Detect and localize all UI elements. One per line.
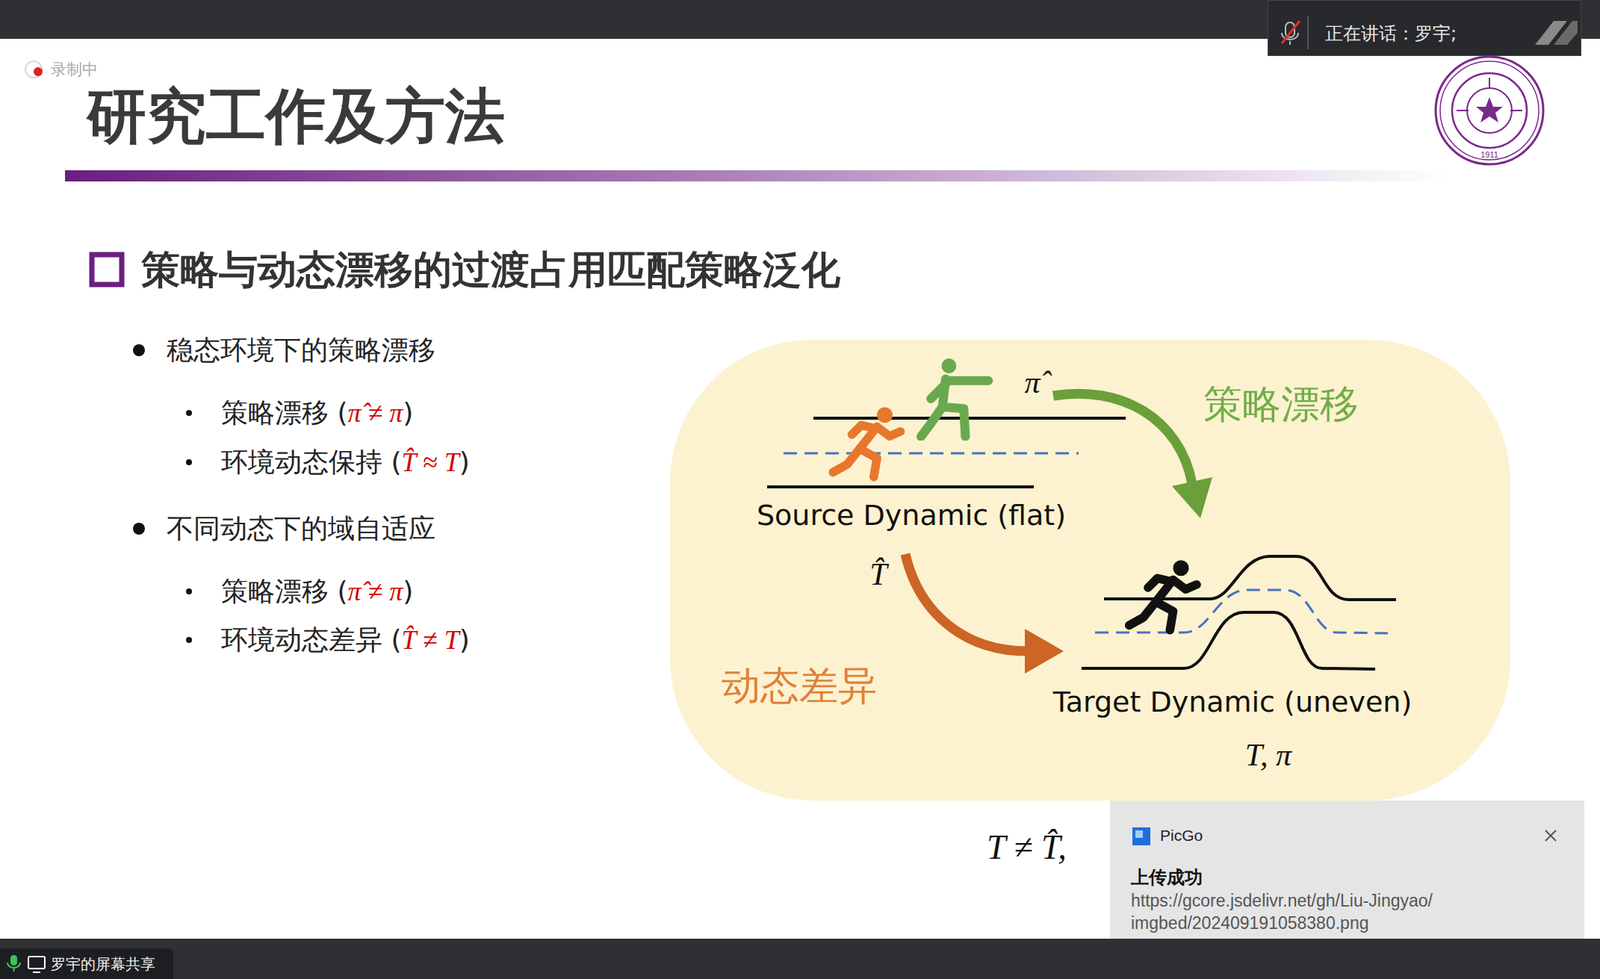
flat-track: [767, 418, 1126, 488]
blurred-icon: [1553, 20, 1578, 45]
picgo-icon: [1135, 830, 1143, 839]
bullet-dots: [132, 344, 192, 644]
black-runner: [1129, 560, 1197, 630]
policy-drift-arrow: [1053, 393, 1193, 485]
bullet-dots: [185, 588, 192, 595]
text-part: 环境动态保持 (: [221, 446, 402, 478]
sub-bullet-text: 环境动态差异 (T̂ ≠ T): [221, 622, 470, 659]
url-text: https://gcore.jsdelivr.net/gh/Liu-Jingya…: [1130, 890, 1572, 936]
picgo-icon: [1132, 827, 1151, 846]
picgo-icon: [1132, 827, 1151, 846]
green-figure: [921, 358, 989, 437]
recording-label: 录制中: [50, 59, 98, 80]
text-part: 策略漂移 (: [221, 397, 349, 429]
bullet-dots: [185, 637, 192, 644]
dynamics-shift-arrow: [1024, 628, 1064, 674]
logo-year: 1911: [1480, 150, 1499, 160]
recording-icon: [25, 61, 42, 78]
university-logo: [1476, 97, 1503, 123]
university-logo: [1467, 88, 1512, 133]
section-marker: [91, 254, 122, 285]
bullet-dots: [132, 344, 145, 357]
status-text: 上传成功: [1130, 865, 1203, 890]
bullet-dots: [132, 522, 145, 535]
share-icons: [7, 962, 21, 972]
sub-bullet-text: 策略漂移 (π̂ ≠ π): [221, 395, 414, 432]
blurred-icon: [1535, 20, 1578, 45]
university-logo: [1452, 73, 1527, 148]
text-part: 环境动态差异 (: [221, 624, 402, 656]
university-logo: [1435, 56, 1544, 165]
flat-track: [813, 416, 1126, 420]
recording-icon: [33, 67, 43, 77]
text-part: ): [459, 624, 470, 656]
flat-track: [783, 452, 1079, 455]
bullet-text: 稳态环境下的策略漂移: [166, 332, 436, 370]
title-underline: [64, 170, 1450, 182]
bullet-text: 不同动态下的域自适应: [166, 510, 436, 548]
policy-drift-label: 策略漂移: [1203, 378, 1359, 431]
math-part: π̂ ≠ π: [348, 576, 404, 607]
policy-drift-arrow: [1053, 393, 1213, 519]
math-symbol: T, π: [1245, 737, 1292, 774]
university-logo: [1456, 77, 1523, 111]
dynamics-shift-arrow: [905, 554, 1064, 674]
recording-icon: [25, 61, 43, 78]
dynamics-shift-arrow: [905, 554, 1028, 652]
share-text: 罗宇的屏幕共享: [50, 954, 156, 975]
speaker-indicator: 正在讲话：罗宇;: [1267, 0, 1582, 57]
text-part: ): [402, 397, 414, 429]
share-icons: [32, 971, 41, 974]
math-part: T̂ ≠ T: [401, 625, 460, 656]
policy-drift-arrow: [1171, 477, 1213, 519]
section-heading: 策略与动态漂移的过渡占用匹配策略泛化: [141, 244, 841, 297]
share-icons: [28, 956, 45, 969]
bottom-bar: [0, 938, 1600, 979]
share-icons: [7, 955, 45, 973]
bullet-dots: [185, 459, 192, 466]
slide-title: 研究工作及方法: [86, 76, 505, 158]
concept-panel: π̂ 策略漂移 Source Dynamic (flat) T̂ Target Dyna…: [670, 339, 1511, 801]
text-part: 策略漂移 (: [221, 575, 349, 607]
math-part: T̂ ≈ T: [401, 447, 460, 478]
share-tab: 罗宇的屏幕共享: [0, 948, 174, 979]
formula-text: T ≠ T̂,: [986, 827, 1067, 868]
divider: [1307, 16, 1309, 50]
uneven-track: [1081, 612, 1376, 670]
university-logo: [1440, 61, 1539, 160]
text-part: ): [459, 446, 470, 478]
dynamics-shift-label: 动态差异: [721, 660, 877, 713]
scene-caption: Source Dynamic (flat): [756, 498, 1066, 532]
university-logo: [1435, 56, 1544, 165]
uneven-track: [1104, 556, 1397, 600]
close-icon: [1545, 830, 1556, 842]
app-name: PicGo: [1160, 826, 1203, 845]
muted-mic-icon: [1281, 20, 1300, 44]
sub-bullet-text: 策略漂移 (π̂ ≠ π): [221, 573, 414, 611]
sub-bullet-text: 环境动态保持 (T̂ ≈ T): [221, 444, 470, 482]
muted-mic-icon: [1281, 32, 1299, 45]
blurred-icon: [1535, 20, 1568, 45]
muted-mic-icon: [1281, 20, 1300, 45]
math-symbol: T̂: [869, 556, 887, 593]
math-part: π̂ ≠ π: [348, 398, 404, 429]
uneven-track: [1081, 556, 1397, 670]
panel-shape: [670, 339, 1511, 801]
math-symbol: π̂: [1024, 364, 1040, 401]
muted-mic-icon: [1285, 22, 1295, 38]
orange-runner: [832, 407, 901, 477]
notification-popup: PicGo 上传成功https://gcore.jsdelivr.net/gh/L…: [1109, 800, 1585, 939]
flat-track: [767, 485, 1034, 489]
scene-caption: Target Dynamic (uneven): [1053, 685, 1412, 719]
text-part: ): [402, 575, 414, 607]
speaker-text: 正在讲话：罗宇;: [1325, 21, 1457, 46]
share-icons: [10, 955, 18, 966]
bullet-dots: [185, 410, 192, 417]
